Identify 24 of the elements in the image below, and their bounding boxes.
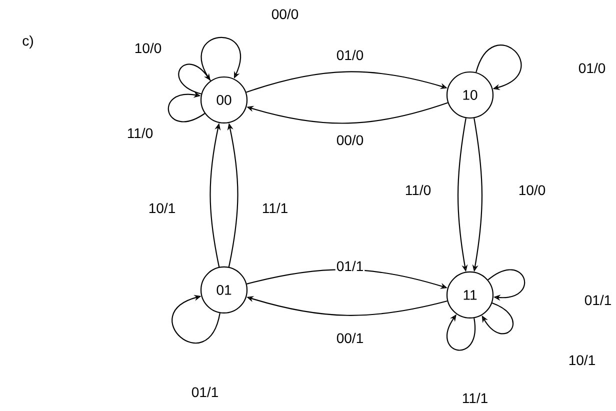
arrow — [200, 37, 241, 81]
edge-label: 01/0 — [335, 48, 365, 62]
edge-label: 00/1 — [335, 332, 365, 344]
edge-label: 01/1 — [190, 386, 220, 398]
edge-label: 01/1 — [583, 294, 613, 306]
arrow — [168, 92, 205, 122]
edge-label: 10/1 — [567, 354, 597, 366]
edge-label: 01/1 — [335, 260, 365, 272]
arrow — [488, 269, 526, 301]
edge-label: 11/1 — [260, 202, 290, 214]
edge-label: 01/0 — [577, 62, 607, 74]
edge-label: 00/0 — [335, 134, 365, 146]
edge-label: 00/0 — [270, 8, 300, 20]
arrow — [172, 294, 220, 344]
arrow — [482, 302, 514, 334]
arrow — [476, 44, 522, 90]
arrow — [178, 64, 210, 94]
edge-label: 10/1 — [147, 202, 177, 214]
edge-label: 11/0 — [126, 126, 154, 140]
edge-label: 11/0 — [404, 184, 432, 196]
edge-label: 10/0 — [517, 184, 547, 196]
edge-label: 11/1 — [460, 392, 490, 404]
edge-label: 10/0 — [133, 42, 163, 54]
part-label: c) — [22, 35, 33, 49]
